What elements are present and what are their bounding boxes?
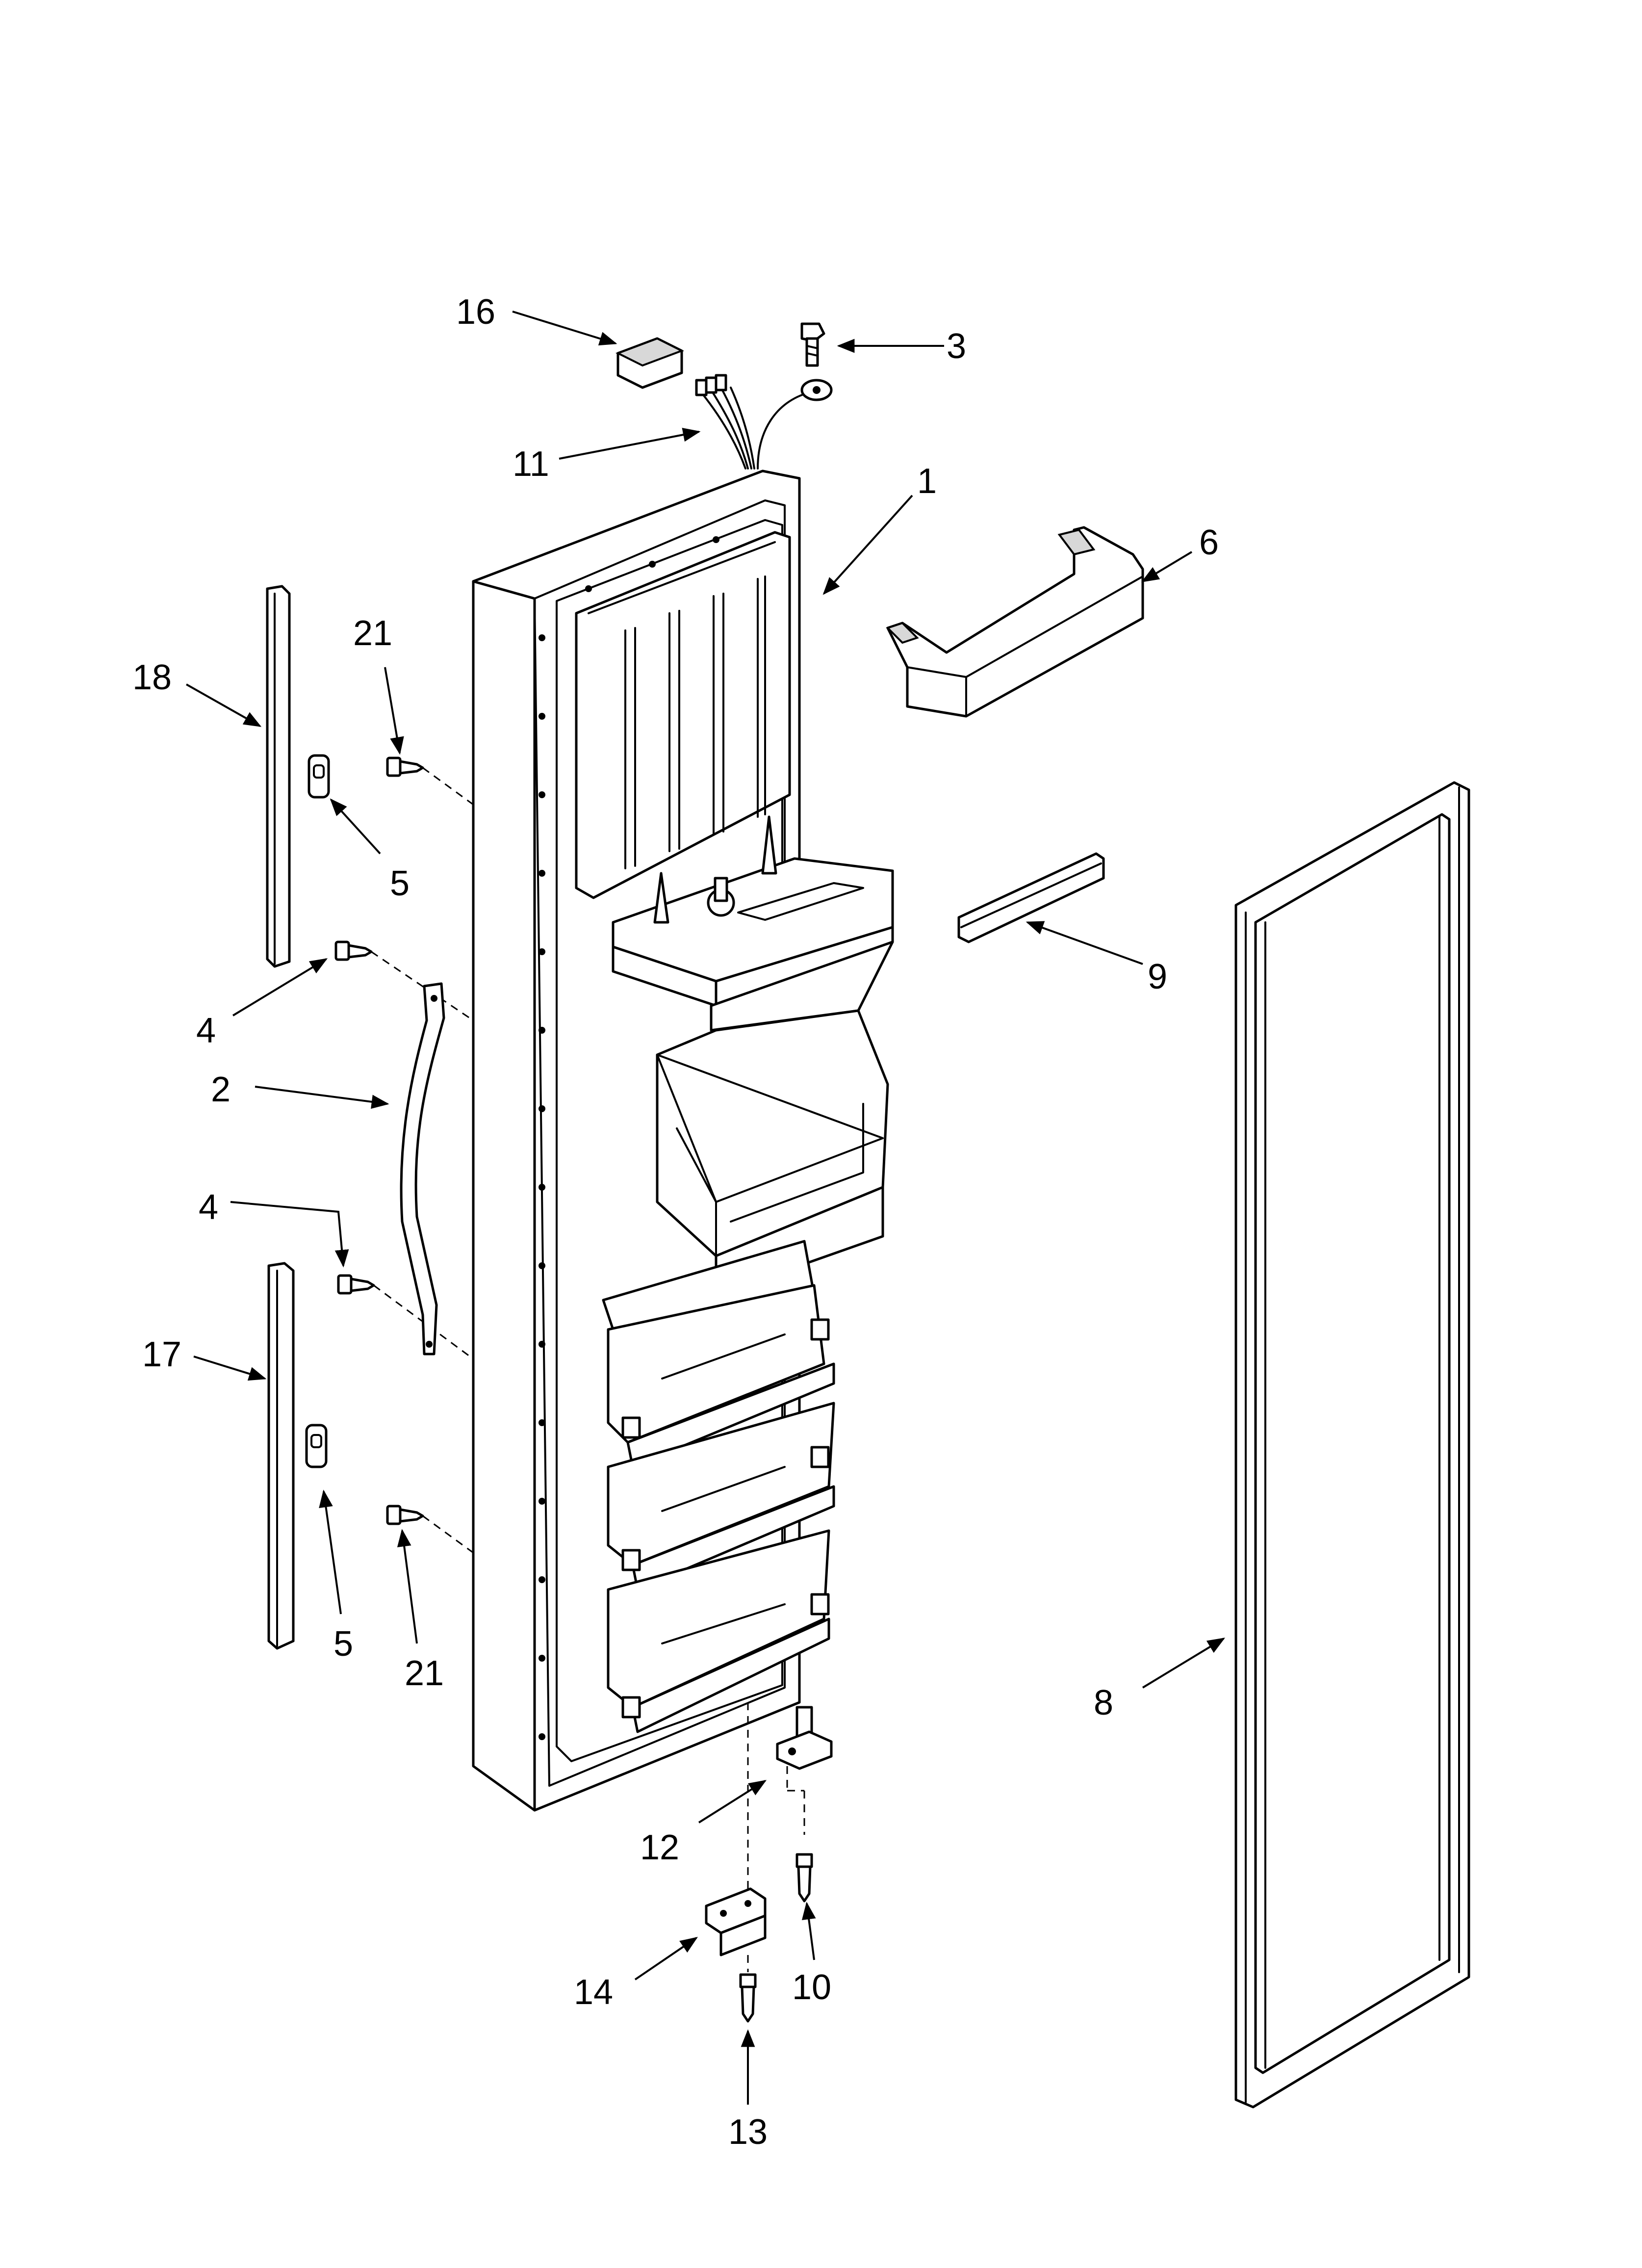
callout-6: 6 bbox=[1199, 523, 1219, 562]
door-handle bbox=[400, 982, 445, 1356]
leader-lines bbox=[186, 311, 1226, 2105]
callout-5-lower: 5 bbox=[334, 1624, 353, 1664]
lower-trim bbox=[267, 1262, 295, 1650]
callout-21-upper: 21 bbox=[353, 614, 392, 653]
callout-21-lower: 21 bbox=[405, 1654, 444, 1693]
callout-18: 18 bbox=[132, 658, 172, 697]
callout-1: 1 bbox=[917, 462, 937, 501]
callout-16: 16 bbox=[456, 292, 495, 332]
wire-connector bbox=[616, 337, 684, 389]
callout-17: 17 bbox=[142, 1335, 181, 1374]
frame-holes bbox=[539, 536, 719, 1740]
callout-4-upper: 4 bbox=[196, 1011, 216, 1050]
door-gasket bbox=[1234, 781, 1470, 2109]
door-rail bbox=[886, 526, 1144, 718]
callout-labels: 16 3 11 1 6 21 18 5 9 4 2 4 17 5 21 8 12… bbox=[132, 292, 1219, 2152]
callout-5-upper: 5 bbox=[390, 864, 410, 903]
hinge-pin bbox=[776, 1706, 833, 1770]
callout-11: 11 bbox=[513, 444, 549, 484]
callout-4-lower: 4 bbox=[199, 1188, 218, 1227]
callout-10: 10 bbox=[792, 1968, 831, 2007]
callout-13: 13 bbox=[728, 2112, 768, 2152]
trim-clip-upper bbox=[308, 754, 330, 799]
callout-3: 3 bbox=[947, 327, 966, 366]
ground-screw bbox=[800, 322, 825, 367]
door-assembly bbox=[472, 469, 894, 1812]
screw-21-lower bbox=[386, 1505, 424, 1525]
upper-trim bbox=[266, 585, 291, 968]
hinge-screw-10 bbox=[795, 1853, 813, 1903]
callout-9: 9 bbox=[1148, 957, 1167, 996]
trim-clip-lower bbox=[305, 1424, 328, 1468]
screw-21-upper bbox=[386, 756, 424, 777]
wire-harness bbox=[695, 374, 833, 469]
hinge-screw-13 bbox=[739, 1973, 757, 2023]
callout-2: 2 bbox=[211, 1070, 231, 1109]
callout-8: 8 bbox=[1094, 1683, 1113, 1722]
callout-12: 12 bbox=[640, 1828, 679, 1867]
door-bins bbox=[607, 1284, 835, 1733]
handle-screw-lower bbox=[337, 1274, 375, 1295]
bottom-hinge bbox=[705, 1887, 767, 1956]
callout-14: 14 bbox=[574, 1973, 613, 2012]
handle-screw-upper bbox=[334, 940, 373, 961]
shelf-retainer bbox=[957, 852, 1105, 943]
